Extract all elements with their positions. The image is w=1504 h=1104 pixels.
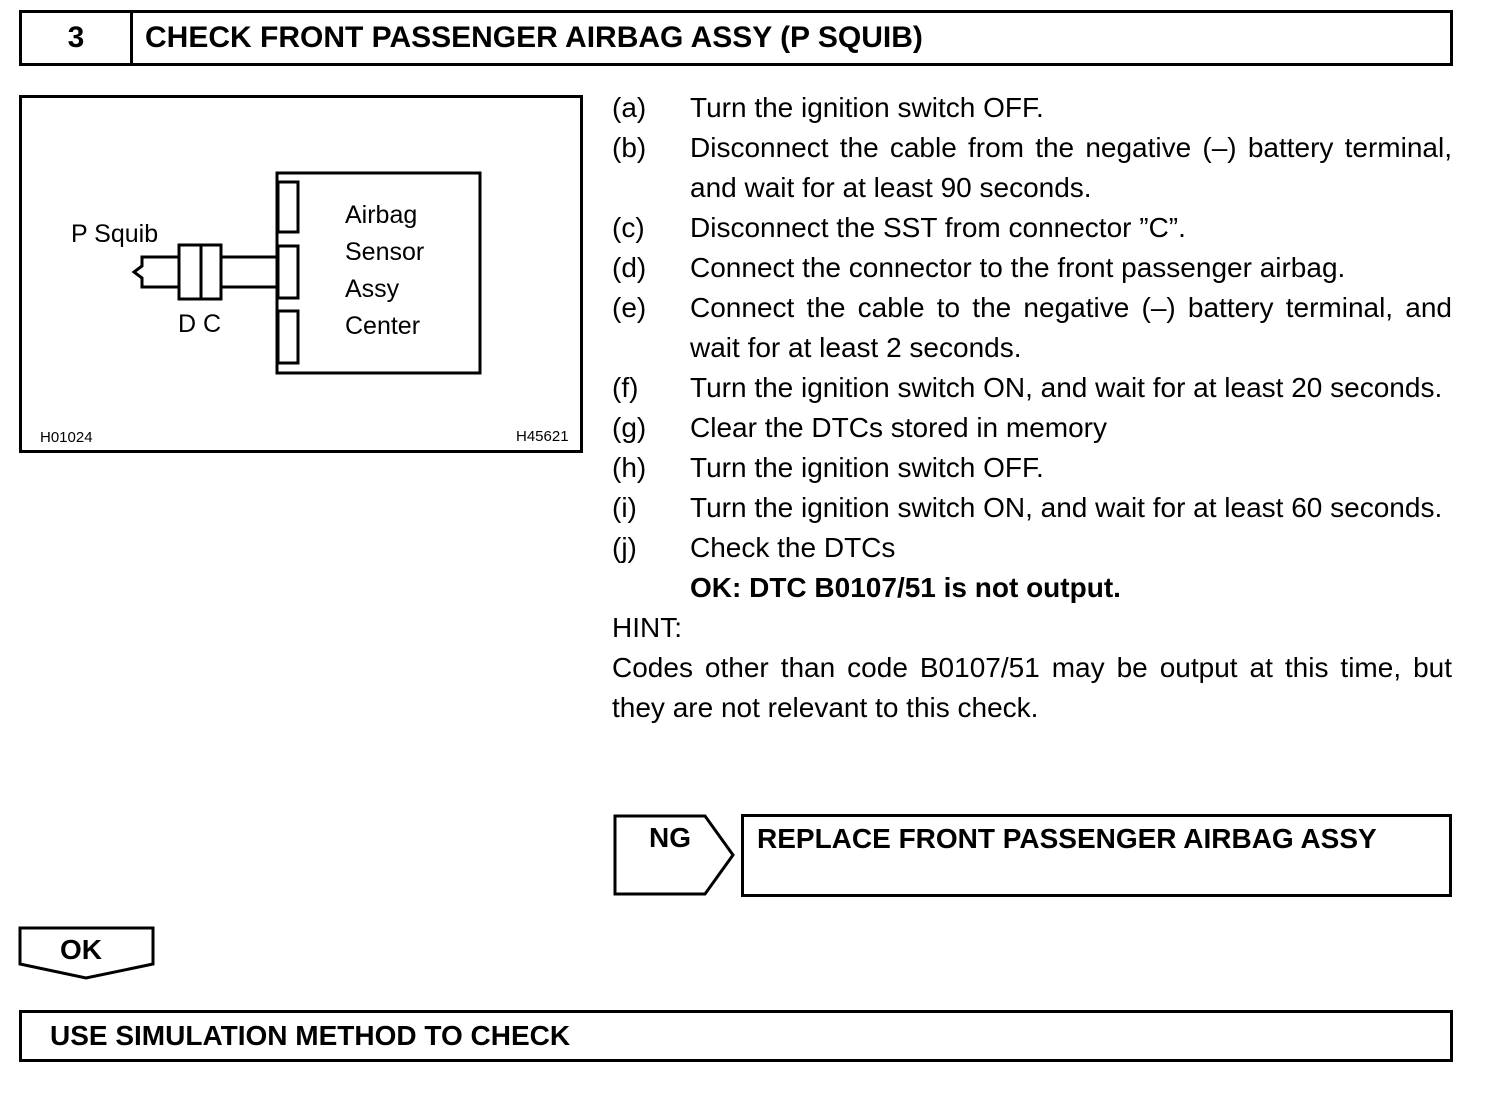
step-g: (g) Clear the DTCs stored in memory xyxy=(612,408,1452,448)
step-letter: (f) xyxy=(612,372,639,403)
step-c: (c) Disconnect the SST from connector ”C… xyxy=(612,208,1452,248)
ok-result: OK xyxy=(18,926,158,982)
step-letter: (j) xyxy=(612,532,637,563)
ng-result: NG REPLACE FRONT PASSENGER AIRBAG ASSY xyxy=(613,814,1453,898)
step-a: (a) Turn the ignition switch OFF. xyxy=(612,88,1452,128)
ecu-label-line-4: Center xyxy=(345,312,421,340)
step-number: 3 xyxy=(22,13,133,63)
connector-d xyxy=(177,243,203,301)
step-i: (i) Turn the ignition switch ON, and wai… xyxy=(612,488,1452,528)
step-letter: (h) xyxy=(612,452,647,483)
step-text: Connect the cable to the negative (–) ba… xyxy=(690,292,1452,363)
step-letter: (e) xyxy=(612,292,647,323)
connector-label: D C xyxy=(178,310,222,338)
ng-label: NG xyxy=(649,822,691,853)
p-squib-label: P Squib xyxy=(71,220,159,248)
hint-text: Codes other than code B0107/51 may be ou… xyxy=(612,652,1452,723)
figure-code-left: H01024 xyxy=(40,429,93,446)
procedure-steps: (a) Turn the ignition switch OFF. (b) Di… xyxy=(612,88,1452,728)
step-text: Disconnect the cable from the negative (… xyxy=(690,132,1452,203)
squib-lead xyxy=(131,255,179,289)
step-title: CHECK FRONT PASSENGER AIRBAG ASSY (P SQU… xyxy=(145,21,923,54)
next-step-box: USE SIMULATION METHOD TO CHECK xyxy=(19,1010,1453,1062)
step-e: (e) Connect the cable to the negative (–… xyxy=(612,288,1452,368)
figure-code-right: H45621 xyxy=(516,428,569,445)
step-letter: (d) xyxy=(612,252,647,283)
step-text: Turn the ignition switch OFF. xyxy=(690,452,1044,483)
ng-action-text: REPLACE FRONT PASSENGER AIRBAG ASSY xyxy=(757,823,1377,854)
wiring-diagram: P Squib D C Airbag Sensor Assy Center H0… xyxy=(19,95,583,453)
step-text: Disconnect the SST from connector ”C”. xyxy=(690,212,1186,243)
step-f: (f) Turn the ignition switch ON, and wai… xyxy=(612,368,1452,408)
step-b: (b) Disconnect the cable from the negati… xyxy=(612,128,1452,208)
ng-arrow-icon xyxy=(613,814,735,896)
ng-action-box: REPLACE FRONT PASSENGER AIRBAG ASSY xyxy=(741,814,1452,897)
step-header: 3 CHECK FRONT PASSENGER AIRBAG ASSY (P S… xyxy=(19,10,1453,66)
step-text: Turn the ignition switch ON, and wait fo… xyxy=(690,492,1443,523)
ecu-tab-1 xyxy=(276,180,300,234)
step-letter: (a) xyxy=(612,92,647,123)
hint-label: HINT: xyxy=(612,612,682,643)
step-letter: (i) xyxy=(612,492,637,523)
ecu-tab-3 xyxy=(276,309,300,365)
ok-arrow-icon xyxy=(18,926,155,980)
step-d: (d) Connect the connector to the front p… xyxy=(612,248,1452,288)
step-j: (j) Check the DTCs xyxy=(612,528,1452,568)
ok-label: OK xyxy=(60,934,102,965)
ecu-label-line-2: Sensor xyxy=(345,238,425,266)
wiring-diagram-drawing xyxy=(131,171,482,375)
ok-specification: OK: DTC B0107/51 is not output. xyxy=(690,572,1121,603)
next-step-text: USE SIMULATION METHOD TO CHECK xyxy=(50,1020,571,1051)
connector-c xyxy=(199,243,223,301)
ecu-label-line-3: Assy xyxy=(345,275,400,303)
step-letter: (b) xyxy=(612,132,647,163)
ecu-label-line-1: Airbag xyxy=(345,201,418,229)
step-text: Turn the ignition switch OFF. xyxy=(690,92,1044,123)
step-letter: (c) xyxy=(612,212,645,243)
step-text: Clear the DTCs stored in memory xyxy=(690,412,1108,443)
step-text: Connect the connector to the front passe… xyxy=(690,252,1346,283)
step-letter: (g) xyxy=(612,412,647,443)
ecu-tab-2 xyxy=(276,244,300,300)
step-text: Check the DTCs xyxy=(690,532,896,563)
step-text: Turn the ignition switch ON, and wait fo… xyxy=(690,372,1443,403)
step-h: (h) Turn the ignition switch OFF. xyxy=(612,448,1452,488)
